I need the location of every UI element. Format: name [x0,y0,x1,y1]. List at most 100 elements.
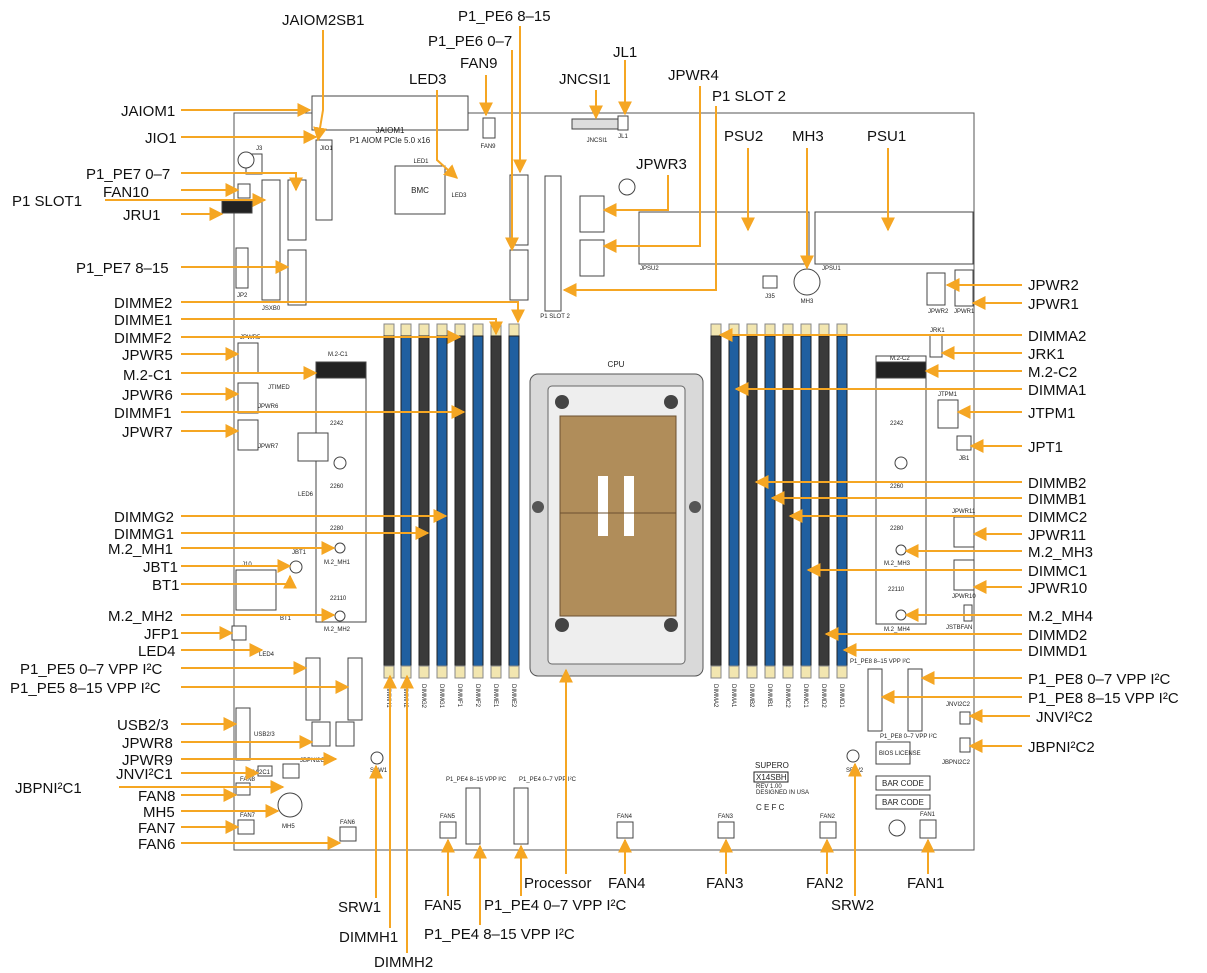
callout-arrow-p1-pe7-0-7 [181,172,303,192]
led4-board-label: LED4 [259,652,275,658]
led6-label: LED6 [298,492,314,498]
label-psu2: PSU2 [724,128,763,145]
label-p1-pe6-0-7: P1_PE6 0–7 [428,33,512,50]
jio1-slot [315,139,333,221]
label-p1-pe5-8-15: P1_PE5 8–15 VPP I²C [10,680,161,697]
cpu-screw-br [664,618,678,632]
usb23-header [235,707,251,761]
bmc-chip: BMC LED1 LED3 [394,159,467,215]
led3-board-label: LED3 [451,193,467,199]
pe5-8-15-slot [347,657,363,721]
dimm-board-label: DIMMB1 [766,684,772,708]
lower-right: P1_PE8 8–15 VPP I²C P1_PE8 0–7 VPP I²C J… [753,659,971,812]
pe4-0-7-slot [513,787,529,845]
label-p1-pe5-0-7: P1_PE5 0–7 VPP I²C [20,661,162,678]
label-dimmg1: DIMMG1 [114,526,174,543]
jb1-label: JB1 [959,456,970,462]
m2-c2-len-2242: 2242 [890,421,904,427]
label-p1-pe8-8-15: P1_PE8 8–15 VPP I²C [1028,690,1179,707]
srw1-hole [370,751,384,765]
left-m2-region: M.2-C1 2242 2260 2280 22110 M.2_MH1 M.2_… [231,335,367,658]
label-jpwr9: JPWR9 [122,752,173,769]
jfp1-header [231,625,247,641]
jbt1-battery [289,560,303,574]
barcode-text-2: BAR CODE [882,798,924,807]
fan1-header [919,819,937,839]
dimm-board-label: DIMME2 [510,684,516,708]
label-fan3: FAN3 [706,875,744,892]
jtpm1-header [937,399,959,429]
m2-mh1-hole [334,542,346,554]
m2-c1-board-label: M.2-C1 [328,352,348,358]
label-p1-pe8-0-7: P1_PE8 0–7 VPP I²C [1028,671,1170,688]
label-led4: LED4 [138,643,176,660]
barcode-label-2 [875,794,931,810]
label-dimmg2: DIMMG2 [114,509,174,526]
cpu-die [559,415,677,617]
mh3-board-label: MH3 [801,299,814,305]
label-mh5: MH5 [143,804,175,821]
m2-mh3-board-label: M.2_MH3 [884,561,911,567]
label-jnvi2c1: JNVI²C1 [116,766,173,783]
fan3-board-label: FAN3 [718,814,734,820]
label-led3: LED3 [409,71,447,88]
aiom-slot-desc: P1 AIOM PCIe 5.0 x16 [350,136,431,145]
aiom-slot-label: JAIOM1 [376,126,405,135]
label-jl1: JL1 [613,44,637,61]
slot2-riser [544,175,562,312]
dimm-board-label: DIMMG1 [438,684,444,709]
label-fan5: FAN5 [424,897,462,914]
mh-right-mid [894,456,908,470]
label-fan6: FAN6 [138,836,176,853]
jpwr5-connector [237,342,259,374]
dimm-board-label: DIMMF2 [474,684,480,708]
label-jpwr4: JPWR4 [668,67,719,84]
jtpm1-board-label: JTPM1 [938,392,958,398]
label-p1-pe4-8-15: P1_PE4 8–15 VPP I²C [424,926,575,943]
jpwr6-board-label: JPWR6 [258,404,279,410]
cert-marks: C E F C [756,803,785,812]
m2-c1-len-2242: 2242 [330,421,344,427]
cpu-screw-ml [532,501,544,513]
jpwr7-board-label: JPWR7 [258,444,279,450]
label-jpwr6: JPWR6 [122,387,173,404]
fan9-board-label: FAN9 [480,144,496,150]
jpt1-header [956,435,972,451]
label-fan7: FAN7 [138,820,176,837]
cpu-screw-tr [664,395,678,409]
label-m2-mh2: M.2_MH2 [108,608,173,625]
pe4-8-15-board-label: P1_PE4 8–15 VPP I²C [446,777,507,783]
rev-label: REV 1.00 [756,784,782,790]
jpwr11-board-label: JPWR11 [952,509,976,515]
label-fan10: FAN10 [103,184,149,201]
cpu-die-slot-left [598,476,608,536]
label-m2-mh4: M.2_MH4 [1028,608,1093,625]
srw1-board-label: SRW1 [370,768,388,774]
dimm-slot-dimme1: DIMME1 [490,323,502,708]
callout-arrow-jpwr4 [602,86,701,253]
jnvi2c2-header [959,711,971,725]
psu1-connector [814,211,974,265]
model-label: X14SBH [756,773,787,782]
label-jbt1: JBT1 [143,559,178,576]
cpu-die-slot-right [624,476,634,536]
bios-license-label [875,741,911,765]
label-jbpni2c1: JBPNI²C1 [15,780,82,797]
m2-c1-len-2280: 2280 [330,526,344,532]
fan7-board-label: FAN7 [240,813,256,819]
dimm-slot-dimmf2: DIMMF2 [472,323,484,708]
label-dimma2: DIMMA2 [1028,328,1086,345]
barcode-text-1: BAR CODE [882,779,924,788]
lower-center: P1_PE4 8–15 VPP I²C P1_PE4 0–7 VPP I²C F… [439,749,937,845]
dimm-slot-dimma1: DIMMA1 [728,323,740,708]
label-jpwr8: JPWR8 [122,735,173,752]
jpwr2-board-label: JPWR2 [928,309,949,315]
callout-arrow-p1-slot2 [562,106,717,297]
jncsi1-board-label: JNCSI1 [587,138,608,144]
m2-mh4-hole [895,609,907,621]
led1-label: LED1 [413,159,429,165]
label-jpwr5: JPWR5 [122,347,173,364]
m2-mh1-board-label: M.2_MH1 [324,560,351,566]
callout-arrow-dimme1 [181,318,503,336]
